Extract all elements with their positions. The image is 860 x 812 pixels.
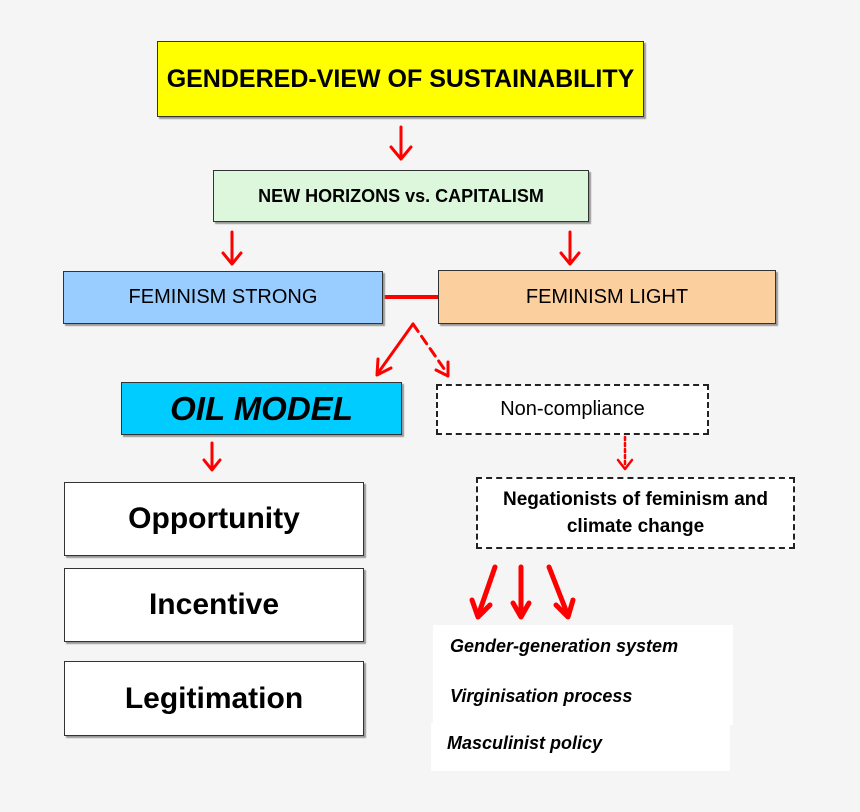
arrow-horizons-to-light xyxy=(559,230,581,266)
arrows-negationists-to-outcomes xyxy=(469,564,576,620)
arrow-title-to-horizons xyxy=(389,125,413,161)
arrow-oil-to-items xyxy=(202,441,222,472)
title-text: GENDERED-VIEW OF SUSTAINABILITY xyxy=(166,65,635,93)
feminism-strong-text: FEMINISM STRONG xyxy=(128,286,318,308)
outcomes-panel-top xyxy=(433,625,733,725)
non-compliance-box: Non-compliance xyxy=(436,384,709,435)
outcome-masculinist-policy: Masculinist policy xyxy=(447,733,603,753)
outcome-virginisation: Virginisation process xyxy=(450,686,633,706)
incentive-text: Incentive xyxy=(148,588,280,621)
outcomes-panel-bottom xyxy=(431,723,730,771)
feminism-light-box: FEMINISM LIGHT xyxy=(438,270,776,324)
oil-model-box: OIL MODEL xyxy=(121,382,402,435)
legitimation-text: Legitimation xyxy=(124,681,304,715)
opportunity-text: Opportunity xyxy=(128,502,300,535)
oil-model-text: OIL MODEL xyxy=(170,389,353,427)
incentive-box: Incentive xyxy=(64,568,364,642)
new-horizons-text: NEW HORIZONS vs. CAPITALISM xyxy=(258,185,544,206)
negationists-text: Negationists of feminism and climate cha… xyxy=(503,489,768,537)
negationists-box: Negationists of feminism and climate cha… xyxy=(476,477,795,549)
outcome-gender-generation: Gender-generation system xyxy=(450,636,679,656)
arrow-noncompliance-to-negationists xyxy=(616,435,634,471)
arrow-to-oil-model xyxy=(375,322,415,377)
arrow-to-non-compliance xyxy=(411,322,450,378)
new-horizons-box: NEW HORIZONS vs. CAPITALISM xyxy=(213,170,589,222)
title-box: GENDERED-VIEW OF SUSTAINABILITY xyxy=(157,41,644,117)
non-compliance-text: Non-compliance xyxy=(500,398,645,420)
legitimation-box: Legitimation xyxy=(64,661,364,736)
feminism-strong-box: FEMINISM STRONG xyxy=(63,271,383,324)
opportunity-box: Opportunity xyxy=(64,482,364,556)
arrow-horizons-to-strong xyxy=(221,230,243,266)
feminism-light-text: FEMINISM LIGHT xyxy=(525,285,689,308)
